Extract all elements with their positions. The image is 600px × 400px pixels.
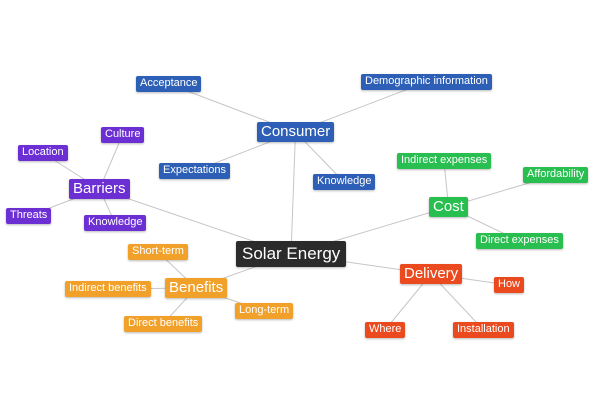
leaf-node-culture[interactable]: Culture bbox=[101, 127, 145, 143]
leaf-node-indirect-expenses[interactable]: Indirect expenses bbox=[397, 153, 492, 169]
leaf-node-indirect-benefits[interactable]: Indirect benefits bbox=[65, 281, 151, 297]
hub-node-benefits[interactable]: Benefits bbox=[165, 278, 228, 298]
root-node-solar-energy[interactable]: Solar Energy bbox=[236, 241, 347, 267]
leaf-node-expectations[interactable]: Expectations bbox=[159, 163, 230, 179]
hub-node-cost[interactable]: Cost bbox=[429, 197, 468, 217]
leaf-node-demographic-information[interactable]: Demographic information bbox=[361, 74, 492, 90]
hub-node-consumer[interactable]: Consumer bbox=[257, 122, 335, 142]
leaf-node-threats[interactable]: Threats bbox=[6, 208, 52, 224]
leaf-node-knowledge-barriers[interactable]: Knowledge bbox=[84, 215, 147, 231]
leaf-node-long-term[interactable]: Long-term bbox=[235, 303, 294, 319]
leaf-node-location[interactable]: Location bbox=[18, 145, 68, 161]
hub-node-delivery[interactable]: Delivery bbox=[400, 264, 463, 284]
connector-root-to-consumer bbox=[290, 131, 296, 255]
leaf-node-where[interactable]: Where bbox=[365, 322, 406, 338]
leaf-node-direct-expenses[interactable]: Direct expenses bbox=[476, 233, 563, 249]
leaf-node-installation[interactable]: Installation bbox=[453, 322, 514, 338]
hub-node-barriers[interactable]: Barriers bbox=[69, 179, 130, 199]
leaf-node-direct-benefits[interactable]: Direct benefits bbox=[124, 316, 203, 332]
leaf-node-short-term[interactable]: Short-term bbox=[128, 244, 188, 260]
leaf-node-knowledge-consumer[interactable]: Knowledge bbox=[313, 174, 376, 190]
leaf-node-affordability[interactable]: Affordability bbox=[523, 167, 589, 183]
leaf-node-how[interactable]: How bbox=[494, 277, 525, 293]
leaf-node-acceptance[interactable]: Acceptance bbox=[136, 76, 202, 92]
